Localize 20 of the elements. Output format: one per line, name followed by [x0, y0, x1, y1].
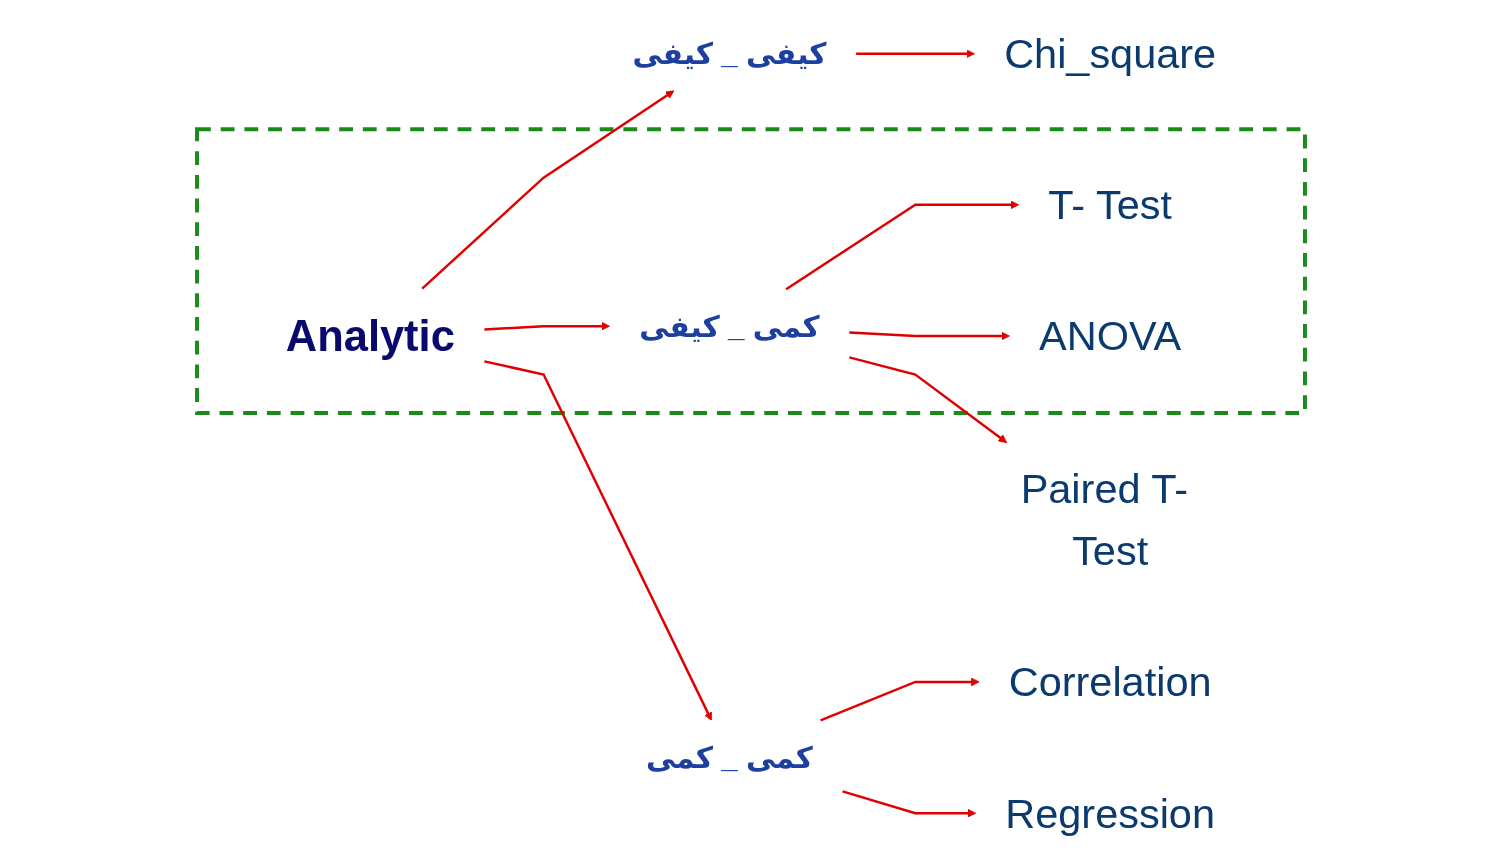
arrow — [856, 49, 975, 59]
node-text: کمی _ کمی — [645, 741, 813, 774]
node-text: کمی _ کیفی — [639, 309, 820, 343]
node-text: ANOVA — [1039, 312, 1182, 360]
node-text: Chi_square — [1004, 30, 1217, 77]
arrow — [484, 360, 712, 721]
node-text: کیفی _ کیفی — [632, 37, 827, 71]
node-text: Correlation — [1008, 658, 1212, 706]
node-text: Paired T- Test — [1020, 465, 1189, 574]
cluster — [195, 127, 1307, 415]
node-text: T- Test — [1048, 181, 1172, 228]
node-text: Analytic — [285, 311, 455, 360]
arrow — [785, 200, 1020, 291]
arrow — [484, 321, 610, 331]
arrow — [849, 331, 1010, 341]
arrow — [421, 90, 675, 290]
arrow — [820, 677, 980, 722]
arrow — [842, 790, 977, 818]
node-text: Regression — [1005, 790, 1215, 837]
arrow — [849, 356, 1008, 443]
